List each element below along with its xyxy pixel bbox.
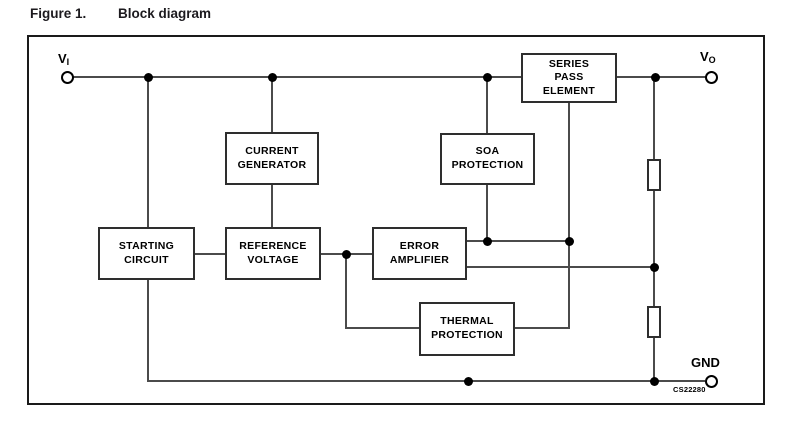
figure-number: Figure 1.: [30, 6, 87, 21]
wire-erroramp-to-divider: [466, 266, 655, 268]
wire-starting-top-v: [147, 77, 149, 227]
wire-current-to-reference-v: [271, 185, 273, 227]
terminal-vo: [704, 70, 718, 84]
block-current-generator: CURRENT GENERATOR: [225, 132, 319, 185]
block-label: STARTING CIRCUIT: [118, 239, 175, 266]
wire-current-top-v: [271, 77, 273, 132]
junction-dot: [143, 72, 153, 82]
junction-dot: [649, 262, 659, 272]
terminal-label-vo: VO: [700, 49, 716, 65]
junction-dot: [463, 376, 473, 386]
junction-dot: [341, 249, 351, 259]
terminal-label-gnd: GND: [691, 355, 720, 370]
resistor-top: [647, 159, 661, 191]
wire-ground-rail: [148, 380, 705, 382]
wire-input-rail: [67, 76, 522, 78]
junction-dot: [482, 236, 492, 246]
figure-title: Block diagram: [118, 6, 212, 21]
block-error-amplifier: ERROR AMPLIFIER: [372, 227, 467, 280]
wire-erroramp-upper-out: [466, 240, 570, 242]
wire-thermal-right-h: [514, 327, 570, 329]
terminal-label-vi: VI: [58, 51, 70, 67]
terminal-vi: [60, 70, 74, 84]
block-label: ERROR AMPLIFIER: [389, 239, 450, 266]
block-label: REFERENCE VOLTAGE: [239, 239, 307, 266]
block-series-pass-element: SERIES PASS ELEMENT: [521, 53, 617, 103]
diagram-frame: [27, 35, 765, 405]
block-label: THERMAL PROTECTION: [431, 315, 503, 341]
resistor-bottom: [647, 306, 661, 338]
block-label: SERIES PASS ELEMENT: [542, 57, 596, 97]
terminal-gnd: [704, 374, 718, 388]
wire-reference-to-thermal-v: [345, 254, 347, 329]
junction-dot: [649, 376, 659, 386]
wire-soa-bottom-v: [486, 185, 488, 242]
block-label: SOA PROTECTION: [451, 145, 524, 171]
wire-divider-rail-v: [653, 77, 655, 382]
junction-dot: [482, 72, 492, 82]
wire-thermal-left-h: [346, 327, 420, 329]
wire-seriespass-down-v: [568, 103, 570, 329]
block-starting-circuit: STARTING CIRCUIT: [98, 227, 195, 280]
wire-starting-to-reference: [195, 253, 226, 255]
block-soa-protection: SOA PROTECTION: [440, 133, 535, 185]
junction-dot: [564, 236, 574, 246]
wire-soa-top-v: [486, 77, 488, 133]
junction-dot: [650, 72, 660, 82]
junction-dot: [267, 72, 277, 82]
block-label: CURRENT GENERATOR: [237, 144, 307, 171]
wire-starting-bottom-v: [147, 280, 149, 382]
wire-output-rail: [616, 76, 711, 78]
block-reference-voltage: REFERENCE VOLTAGE: [225, 227, 321, 280]
drawing-code: CS22280: [673, 385, 706, 394]
block-thermal-protection: THERMAL PROTECTION: [419, 302, 515, 356]
